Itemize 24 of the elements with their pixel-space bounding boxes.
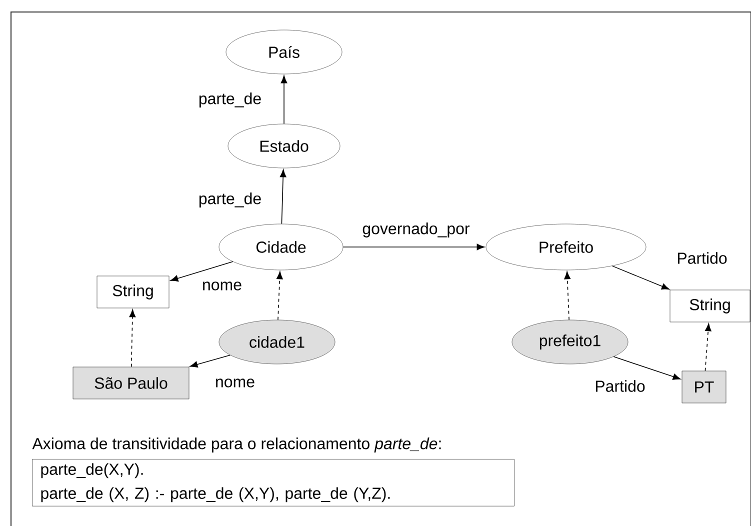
edge-label: parte_de bbox=[197, 192, 263, 208]
arrow bbox=[280, 169, 286, 224]
type-box: String bbox=[670, 290, 750, 322]
arrow bbox=[280, 75, 288, 124]
type-box: String bbox=[96, 276, 170, 308]
edge-label: nome bbox=[214, 378, 256, 388]
edge-label: nome bbox=[201, 280, 244, 292]
arrow bbox=[342, 244, 485, 250]
edge-label: Partido bbox=[676, 251, 728, 265]
arrow bbox=[129, 309, 136, 368]
edge-label: governado_por bbox=[361, 222, 471, 238]
arrow bbox=[190, 354, 231, 368]
arrow bbox=[170, 261, 234, 282]
arrow bbox=[613, 356, 681, 380]
edge-label: Partido bbox=[594, 379, 646, 393]
arrow bbox=[276, 271, 283, 320]
edge-label: parte_de bbox=[197, 92, 263, 108]
code-box: parte_de(X,Y). parte_de (X, Z) :- parte_de (X,Y), parte_de (Y,Z). bbox=[32, 459, 514, 506]
value-box: PT bbox=[682, 370, 726, 404]
value-box: São Paulo bbox=[72, 366, 190, 400]
arrow bbox=[612, 266, 670, 290]
heading: Axioma de transitividade para o relacionamento parte_de: bbox=[32, 438, 441, 452]
arrow bbox=[564, 271, 571, 320]
arrow bbox=[704, 323, 712, 372]
